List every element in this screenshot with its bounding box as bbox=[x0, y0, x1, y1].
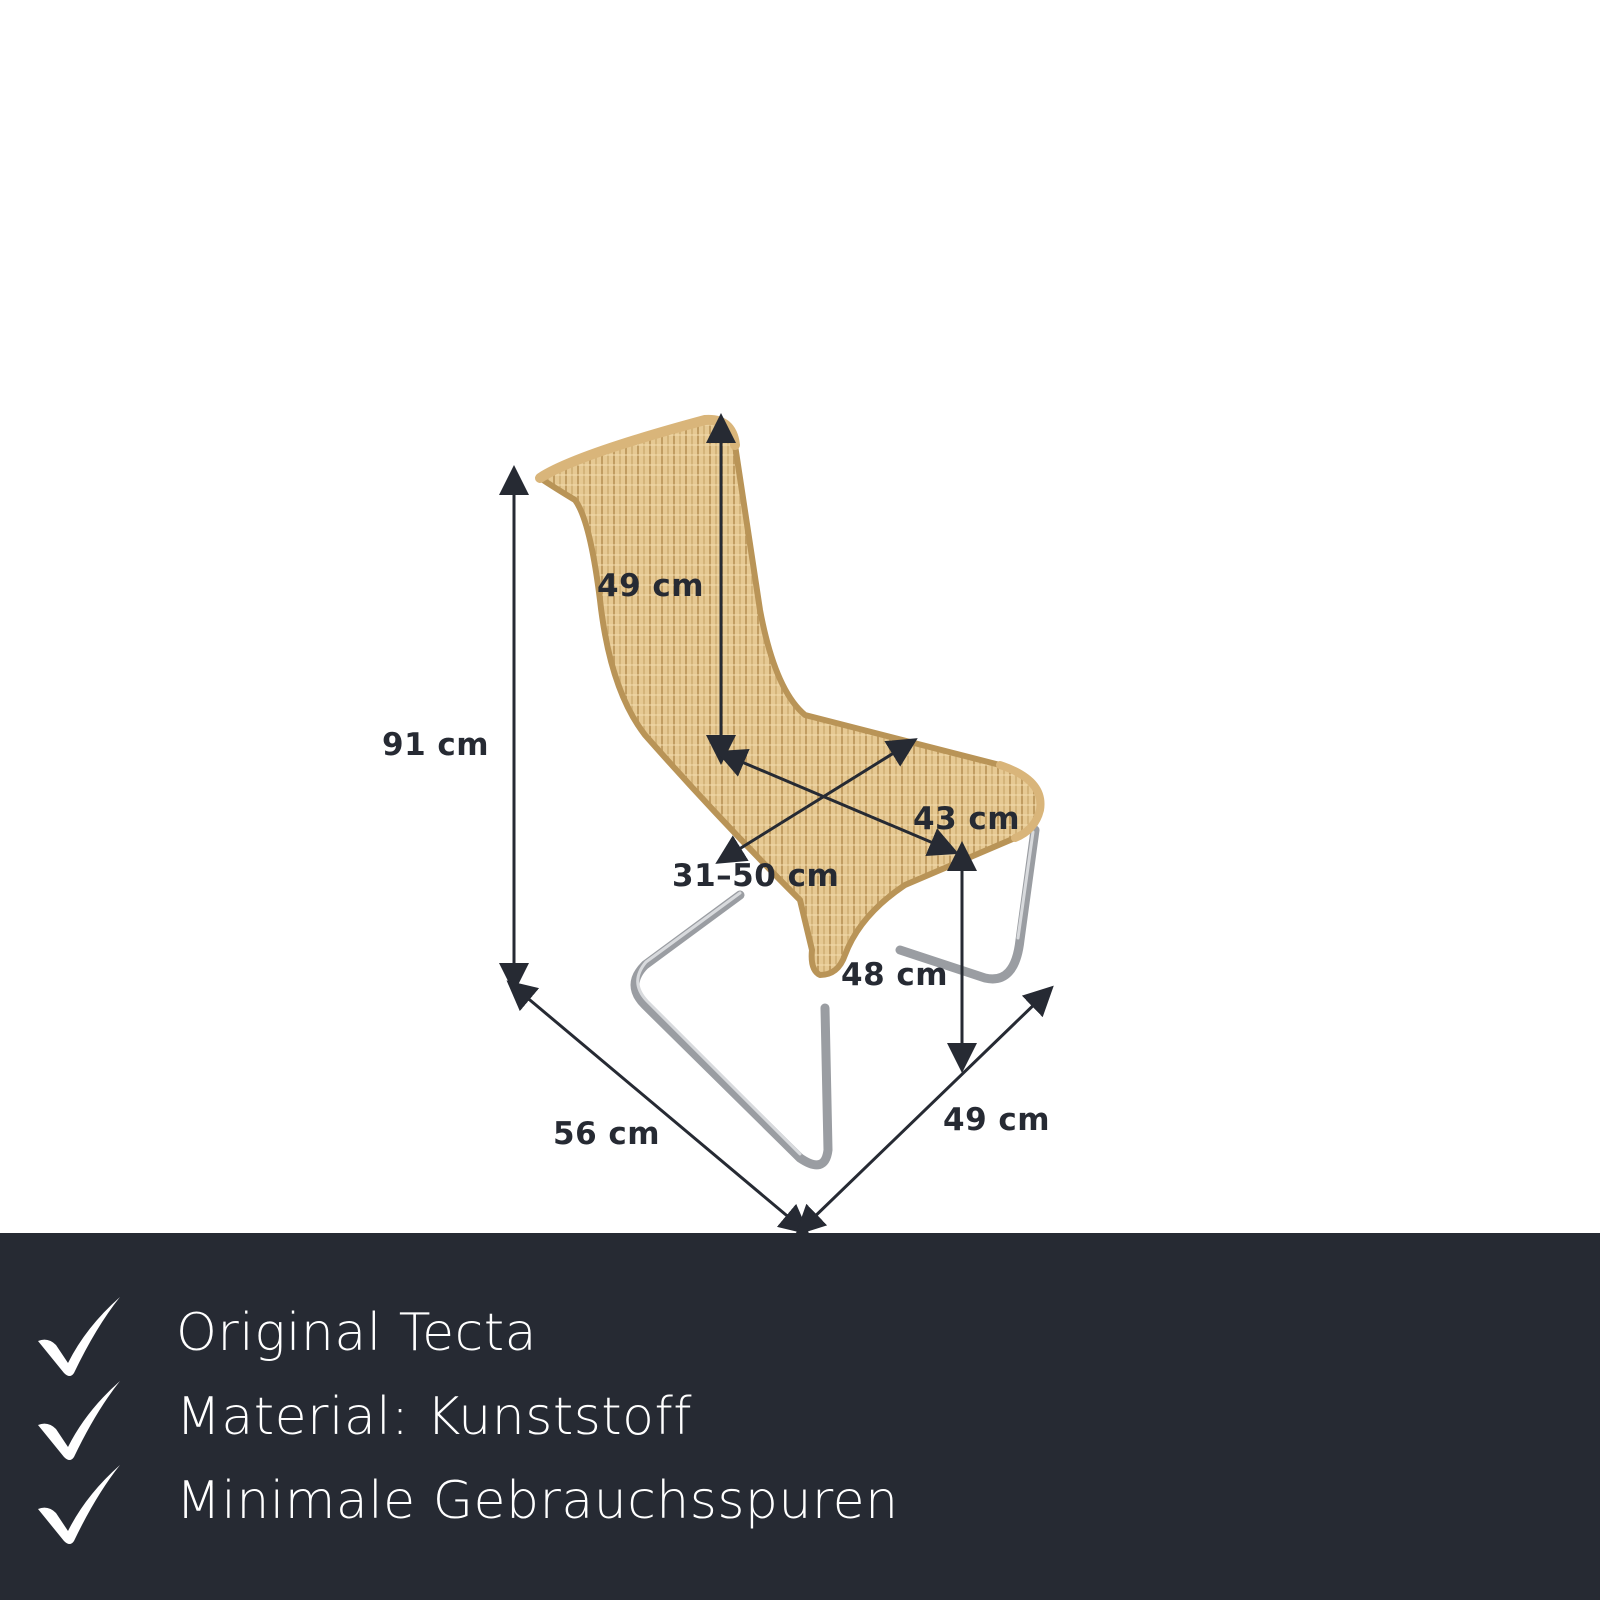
feature-footer: Original Tecta Material: Kunststoff Mini… bbox=[0, 1233, 1600, 1600]
checkmark-icon bbox=[38, 1465, 120, 1544]
feature-label: Material: Kunststoff bbox=[176, 1387, 693, 1447]
dimension-lines bbox=[499, 413, 1054, 1233]
dim-total-height: 91 cm bbox=[382, 727, 490, 763]
dim-width: 49 cm bbox=[943, 1102, 1051, 1138]
dim-line-width bbox=[795, 985, 1054, 1233]
dim-seat-height: 48 cm bbox=[841, 957, 949, 993]
checkmark-icon bbox=[38, 1297, 120, 1376]
feature-item: Material: Kunststoff bbox=[0, 1377, 1600, 1460]
product-stage: 91 cm 49 cm 43 cm 31–50 cm 48 cm 56 cm 4… bbox=[382, 413, 1054, 1233]
dim-seat-depth: 43 cm bbox=[913, 801, 1021, 837]
feature-item: Original Tecta bbox=[0, 1293, 1600, 1376]
dim-backrest-height: 49 cm bbox=[597, 568, 705, 604]
feature-item: Minimale Gebrauchsspuren bbox=[0, 1461, 1600, 1544]
dim-line-depth bbox=[506, 980, 810, 1233]
checkmark-icon bbox=[38, 1381, 120, 1460]
feature-label: Original Tecta bbox=[176, 1303, 537, 1363]
dim-depth: 56 cm bbox=[553, 1116, 661, 1152]
chair-illustration bbox=[499, 413, 1054, 1233]
dim-seat-width: 31–50 cm bbox=[672, 858, 840, 894]
feature-label: Minimale Gebrauchsspuren bbox=[176, 1471, 899, 1531]
dim-line-seat-width bbox=[715, 738, 918, 864]
